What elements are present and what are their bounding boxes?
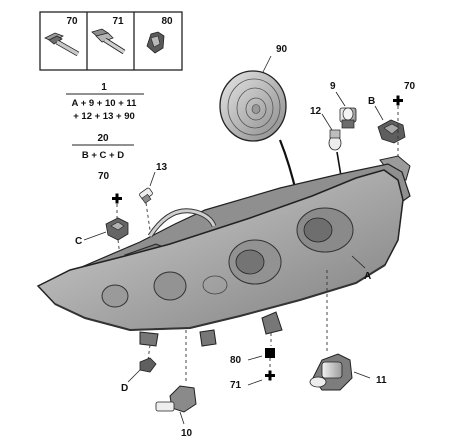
square-marker-80 — [265, 348, 275, 358]
parts-box-label-71: 71 — [112, 16, 124, 27]
group-1-formula-line1: A + 9 + 10 + 11 — [72, 98, 138, 109]
bracket-B-icon — [377, 119, 406, 144]
callout-C: C — [75, 236, 82, 247]
callout-90: 90 — [276, 44, 288, 55]
parts-box-label-80: 80 — [161, 16, 173, 27]
plus-marker-71 — [265, 370, 275, 381]
callout-11: 11 — [376, 375, 387, 386]
group-formula-20: 20 B + C + D — [72, 133, 134, 161]
group-20-formula-line1: B + C + D — [82, 150, 124, 161]
callout-D: D — [121, 383, 128, 394]
bulb-9-icon — [339, 107, 357, 129]
callout-70-top: 70 — [404, 81, 416, 92]
bolt-70-icon — [44, 32, 80, 57]
cover-cap-90 — [219, 70, 287, 142]
callout-12: 12 — [310, 106, 322, 117]
headlamp-assembly — [36, 155, 411, 347]
group-1-formula-line2: + 12 + 13 + 90 — [73, 111, 135, 122]
callout-10: 10 — [181, 428, 193, 439]
parts-box: 70 71 80 — [39, 11, 183, 71]
bracket-C-icon — [105, 217, 129, 241]
plus-marker-70-top — [393, 95, 403, 106]
clip-D-icon — [139, 357, 157, 373]
bulb-11-icon — [309, 353, 353, 391]
callout-13: 13 — [156, 162, 168, 173]
callout-A: A — [364, 271, 371, 282]
callout-71: 71 — [230, 380, 242, 391]
group-formula-1: 1 A + 9 + 10 + 11 + 12 + 13 + 90 — [66, 82, 144, 122]
bolt-71-icon — [91, 28, 126, 55]
bulb-13-icon — [139, 187, 153, 204]
callout-B: B — [368, 96, 375, 107]
plus-marker-70-left — [112, 193, 122, 204]
callout-70-left: 70 — [98, 171, 110, 182]
group-ref-20: 20 — [97, 133, 109, 144]
group-ref-1: 1 — [101, 82, 107, 93]
callout-line-90 — [262, 55, 272, 73]
clip-80-icon — [146, 31, 165, 54]
bulb-10-icon — [155, 385, 197, 413]
callout-9: 9 — [330, 81, 336, 92]
bulb-12-icon — [328, 129, 342, 151]
parts-box-label-70: 70 — [66, 16, 78, 27]
callout-80: 80 — [230, 355, 242, 366]
